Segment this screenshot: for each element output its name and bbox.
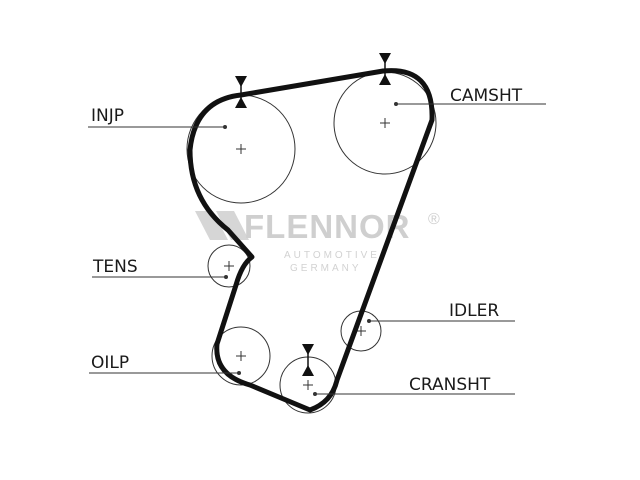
watermark-registered: ® — [428, 211, 440, 228]
cransht-timing-mark — [302, 344, 314, 376]
camsht-dot — [394, 102, 398, 106]
watermark: FLENNOR ® AUTOMOTIVE GERMANY — [195, 208, 440, 274]
idler-dot — [367, 319, 371, 323]
camsht-label: CAMSHT — [450, 86, 523, 106]
watermark-line2: GERMANY — [290, 263, 362, 274]
tens-dot — [224, 275, 228, 279]
tens-centre — [224, 261, 234, 271]
watermark-line1: AUTOMOTIVE — [284, 250, 380, 261]
cransht-dot — [313, 392, 317, 396]
oilp-centre — [236, 351, 246, 361]
cransht-centre — [303, 380, 313, 390]
injp-label: INJP — [91, 106, 124, 126]
camsht-timing-mark — [379, 53, 391, 85]
oilp-label: OILP — [91, 353, 129, 373]
oilp-dot — [237, 371, 241, 375]
injp-timing-mark — [235, 76, 247, 108]
pulley-centres — [224, 118, 390, 390]
watermark-brand: FLENNOR — [244, 208, 411, 245]
cransht-label: CRANSHT — [409, 375, 491, 395]
tens-pulley — [207, 244, 251, 288]
camsht-centre — [380, 118, 390, 128]
flennor-logo-icon — [195, 211, 249, 240]
tens-label: TENS — [92, 257, 138, 277]
injp-centre — [236, 144, 246, 154]
leader-dots — [223, 102, 398, 396]
injp-dot — [223, 125, 227, 129]
timing-marks — [235, 53, 391, 376]
idler-label: IDLER — [449, 301, 499, 321]
idler-centre — [356, 326, 366, 336]
oilp-pulley — [211, 326, 271, 386]
timing-belt — [187, 68, 435, 413]
